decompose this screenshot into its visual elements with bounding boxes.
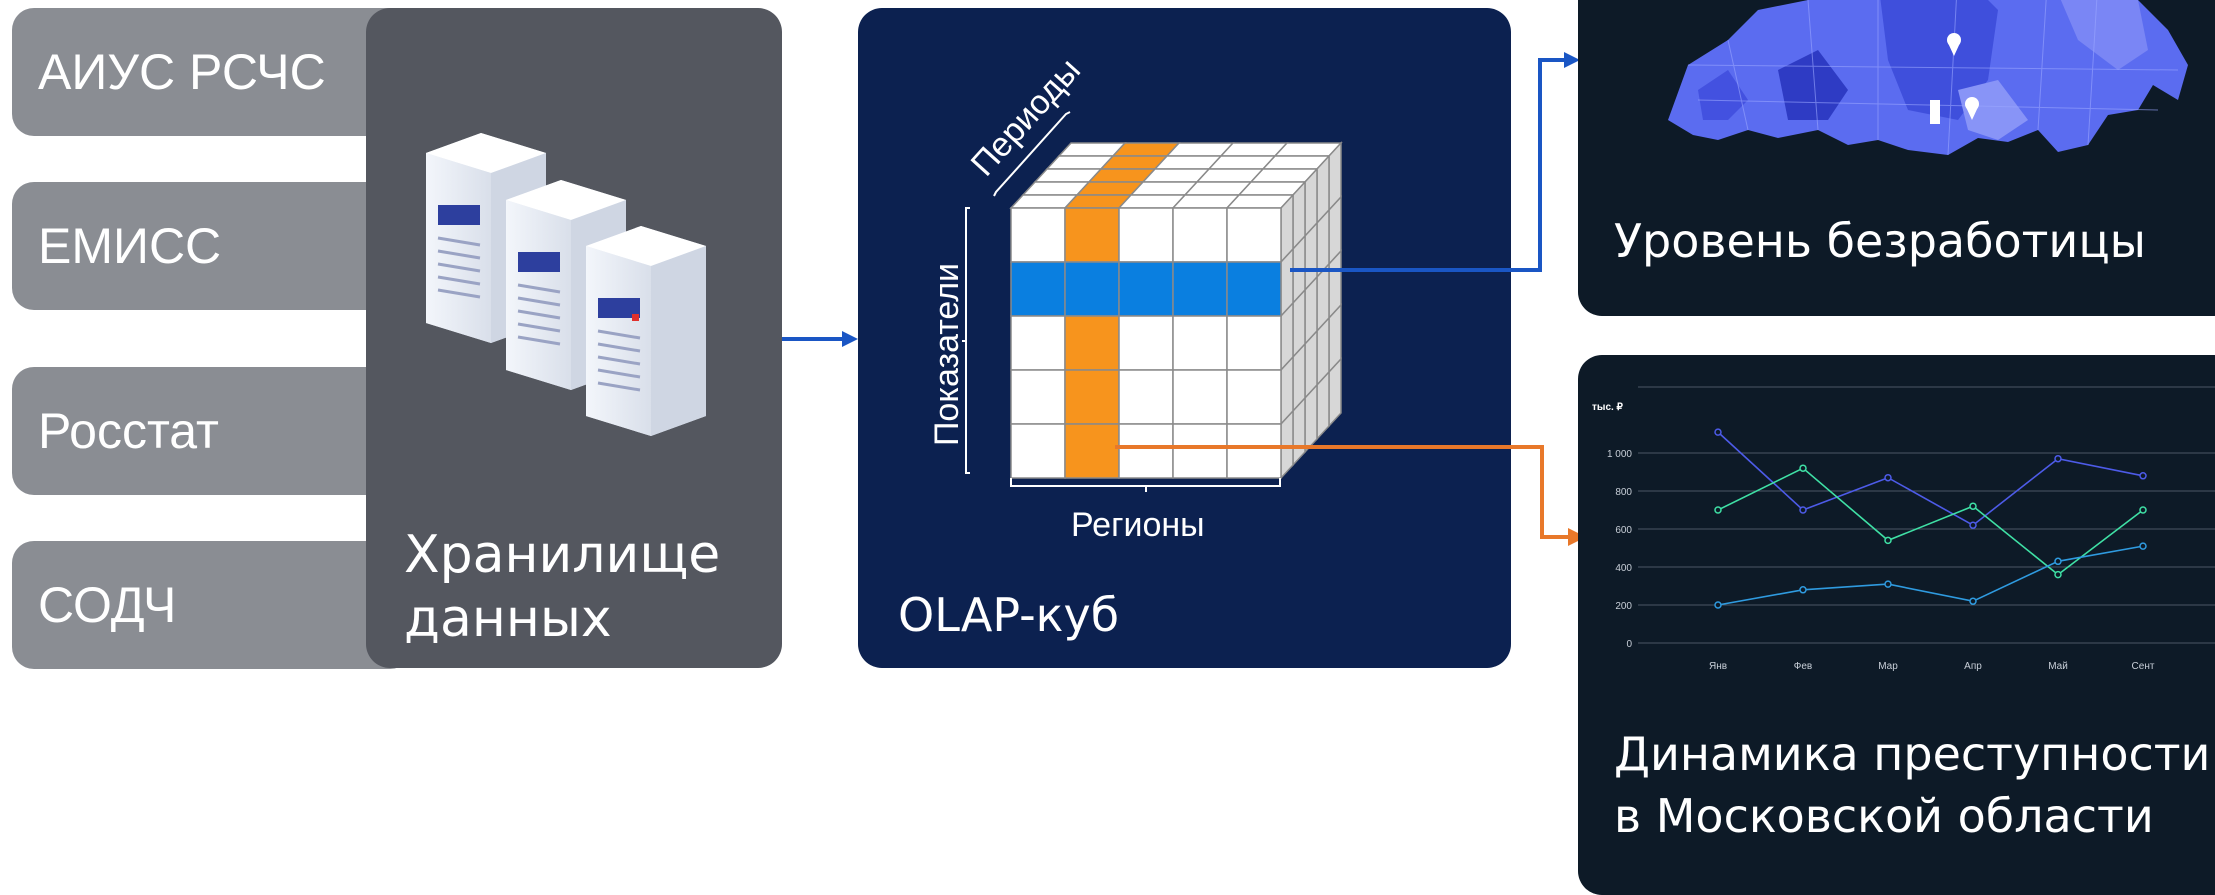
x-tick-label: Мар	[1878, 661, 1898, 672]
cube-front-cell	[1172, 369, 1228, 425]
series-point	[2139, 542, 2147, 550]
cube-front-cell	[1064, 261, 1120, 317]
series-point	[1969, 521, 1977, 529]
cube-front-cell	[1226, 315, 1282, 371]
map-pin-icon	[1947, 33, 1979, 120]
olap-cube-box: Периоды Показатели Регионы OLAP-куб	[858, 8, 1511, 668]
y-tick-label: 1 000	[1607, 449, 1632, 460]
olap-title: OLAP-куб	[898, 588, 1120, 642]
source-rosstat: Росстат	[12, 367, 412, 495]
y-tick-label: 0	[1626, 639, 1632, 650]
series-point	[1969, 597, 1977, 605]
map-title: Уровень безработицы	[1614, 214, 2146, 268]
cube-front-cell	[1010, 261, 1066, 317]
series-point	[1799, 506, 1807, 514]
cube-side-cell	[1328, 357, 1342, 428]
cube-front-cell	[1010, 207, 1066, 263]
cube-side-cell	[1292, 396, 1306, 467]
cube-front-cell	[1172, 261, 1228, 317]
cube-front-cell	[1064, 207, 1120, 263]
indicators-bracket	[962, 207, 970, 474]
series-point	[2054, 454, 2062, 463]
periods-bracket	[993, 111, 1071, 197]
servers-icon	[426, 133, 706, 436]
source-label: СОДЧ	[38, 577, 177, 633]
source-label: ЕМИСС	[38, 218, 222, 274]
regions-label: Регионы	[1071, 506, 1205, 544]
source-sodch: СОДЧ	[12, 541, 412, 669]
data-storage-box: Хранилище данных	[366, 8, 782, 668]
cube-front-cell	[1010, 315, 1066, 371]
x-tick-label: Апр	[1964, 661, 1982, 672]
series-point	[1799, 586, 1807, 594]
russia-map-image	[1668, 0, 2188, 156]
cube-front-cell	[1172, 315, 1228, 371]
series-point	[1884, 473, 1892, 482]
cube-front-cell	[1064, 315, 1120, 371]
cube-front-cell	[1064, 423, 1120, 479]
series-point	[1799, 464, 1807, 472]
regions-bracket	[1010, 478, 1281, 492]
x-tick-label: Янв	[1709, 661, 1727, 672]
cube-grid	[1009, 141, 1343, 480]
x-tick-label: Сент	[2132, 661, 2155, 672]
cube-side-cell	[1280, 409, 1294, 480]
x-tick-label: Май	[2048, 661, 2068, 672]
cube-front-cell	[1226, 207, 1282, 263]
cube-front-cell	[1010, 369, 1066, 425]
cube-side-cell	[1316, 370, 1330, 441]
source-emiss: ЕМИСС	[12, 182, 412, 310]
series-line	[1717, 545, 2144, 606]
cube-front-cell	[1226, 369, 1282, 425]
cube-side-cell	[1304, 383, 1318, 454]
cube-front-cell	[1172, 207, 1228, 263]
source-label: АИУС РСЧС	[38, 44, 326, 100]
cube-front-cell	[1064, 369, 1120, 425]
cube-front-cell	[1118, 207, 1174, 263]
storage-label: Хранилище данных	[404, 523, 764, 651]
series-point	[1714, 506, 1722, 514]
series-line	[1717, 431, 2144, 527]
olap-cube: Периоды Показатели Регионы	[928, 51, 1343, 544]
y-tick-label: 800	[1615, 487, 1632, 498]
unemployment-map-panel: Уровень безработицы	[1578, 0, 2215, 316]
series-line	[1717, 467, 2144, 576]
source-aius: АИУС РСЧС	[12, 8, 412, 136]
series-point	[1884, 580, 1892, 588]
series-point	[1714, 428, 1722, 436]
y-tick-label: 200	[1615, 601, 1632, 612]
chart-title-line1: Динамика преступности	[1614, 727, 2211, 781]
cube-front-cell	[1226, 423, 1282, 479]
chart-title-line2: в Московской области	[1614, 789, 2154, 843]
cube-front-cell	[1226, 261, 1282, 317]
x-tick-label: Фев	[1794, 661, 1812, 672]
cube-front-cell	[1118, 369, 1174, 425]
series-point	[2139, 506, 2147, 514]
series-point	[1714, 601, 1722, 609]
cube-front-cell	[1118, 423, 1174, 479]
cube-front-cell	[1118, 261, 1174, 317]
storage-label-line1: Хранилище	[404, 525, 721, 585]
chart-unit-label: тыс. ₽	[1592, 402, 1624, 413]
arrow-head-storage	[842, 331, 858, 347]
chart-series	[1714, 428, 2147, 609]
cube-front-cell	[1010, 423, 1066, 479]
series-point	[1884, 536, 1892, 545]
cube-front-cell	[1118, 315, 1174, 371]
series-point	[2054, 557, 2062, 566]
source-label: Росстат	[38, 403, 219, 459]
y-tick-label: 600	[1615, 525, 1632, 536]
cube-front-cell	[1172, 423, 1228, 479]
storage-label-line2: данных	[404, 589, 612, 649]
series-point	[2139, 472, 2147, 480]
series-point	[2054, 570, 2062, 579]
indicators-label: Показатели	[928, 263, 966, 446]
series-point	[1969, 502, 1977, 510]
y-tick-label: 400	[1615, 563, 1632, 574]
